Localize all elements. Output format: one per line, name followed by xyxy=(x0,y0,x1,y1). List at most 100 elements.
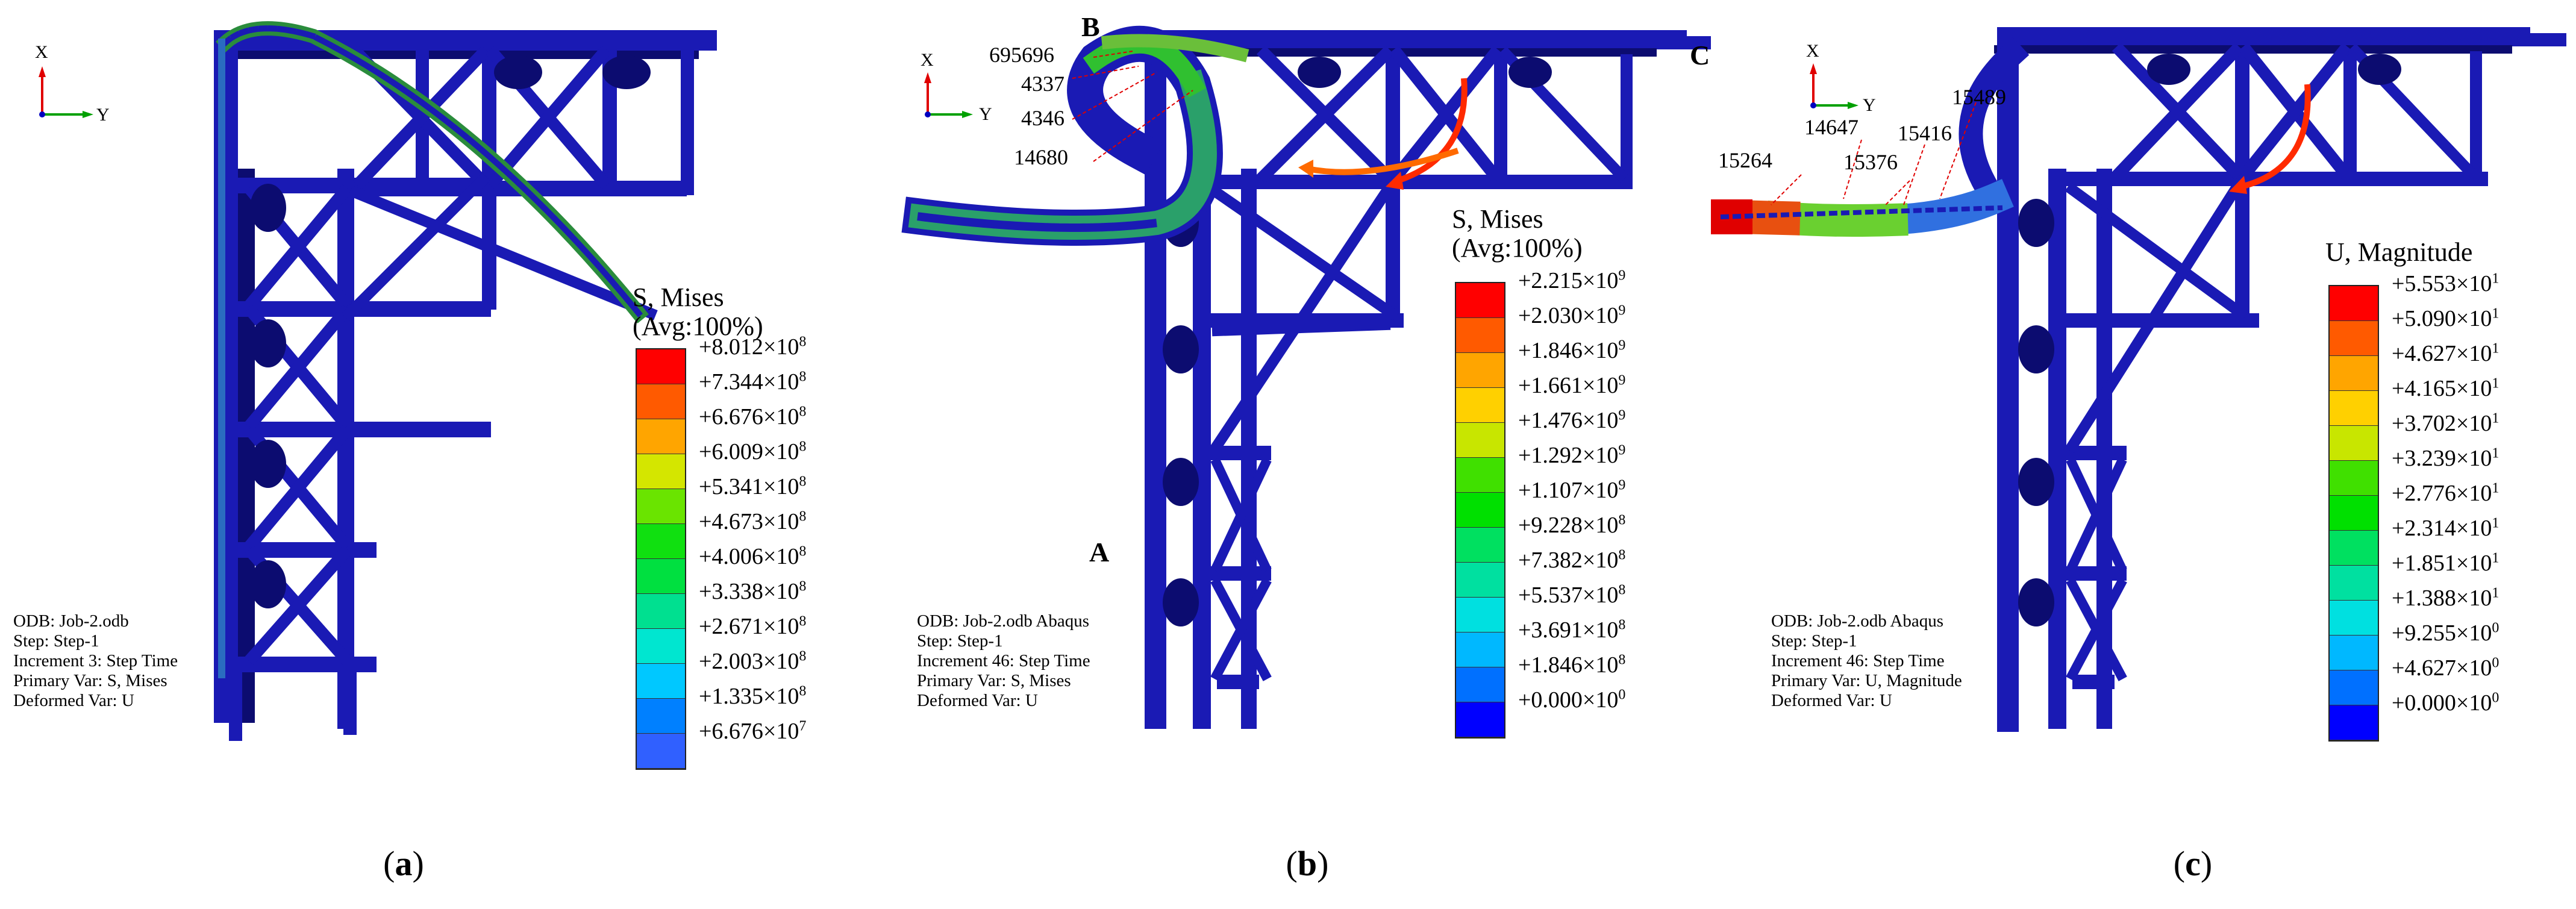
legend-c: U, Magnitude +5.553×101 +5.090×101 +4.627×… xyxy=(2292,237,2499,742)
legend-swatch xyxy=(2330,670,2378,705)
legend-tick-label: +5.090×101 xyxy=(2392,305,2499,331)
info-line: ODB: Job-2.odb Abaqus xyxy=(917,611,1089,631)
legend-swatch xyxy=(637,524,685,559)
node-label: 14680 xyxy=(1014,145,1068,169)
legend-tick-label: +2.314×101 xyxy=(2392,515,2499,541)
legend-swatch xyxy=(637,559,685,594)
axis-triad: X Y xyxy=(24,42,114,133)
axis-y-label: Y xyxy=(1863,95,1876,115)
legend-tick-label: +8.012×108 xyxy=(699,334,807,360)
point-label-b: B xyxy=(1081,11,1100,42)
color-bar xyxy=(636,348,686,770)
legend-tick-label: +0.000×100 xyxy=(2392,690,2499,716)
odb-info-a: ODB: Job-2.odb Step: Step-1 Increment 3:… xyxy=(13,611,178,711)
legend-swatch xyxy=(2330,391,2378,426)
info-line: Primary Var: S, Mises xyxy=(917,671,1071,690)
legend-swatch xyxy=(1456,702,1504,737)
legend-swatch xyxy=(2330,531,2378,566)
legend-tick-label: +0.000×100 xyxy=(1518,687,1626,713)
legend-swatch xyxy=(1456,283,1504,318)
legend-swatch xyxy=(2330,496,2378,531)
axis-y-label: Y xyxy=(979,104,992,124)
odb-info-b: ODB: Job-2.odb Abaqus Step: Step-1 Incre… xyxy=(917,611,1090,711)
info-line: ODB: Job-2.odb xyxy=(13,611,129,631)
legend-tick-label: +5.553×101 xyxy=(2392,270,2499,296)
legend-tick-label: +1.661×109 xyxy=(1518,372,1626,398)
node-label: 14647 xyxy=(1804,115,1859,139)
info-line: Deformed Var: U xyxy=(13,691,134,710)
info-line: Primary Var: S, Mises xyxy=(13,671,167,690)
legend-tick-label: +1.292×109 xyxy=(1518,442,1626,468)
legend-title: S, Mises xyxy=(633,283,724,312)
node-label: 15376 xyxy=(1843,150,1898,174)
legend-tick-label: +4.627×100 xyxy=(2392,655,2499,681)
caption-letter: b xyxy=(1297,844,1318,883)
axis-triad: X Y xyxy=(910,50,1000,142)
legend-tick-label: +1.335×108 xyxy=(699,683,807,709)
legend-tick-label: +6.676×107 xyxy=(699,718,807,744)
info-line: Increment 46: Step Time xyxy=(917,651,1090,670)
caption-letter: a xyxy=(395,844,413,883)
legend-swatch xyxy=(1456,423,1504,458)
legend-swatch xyxy=(1456,493,1504,528)
panel-a: X Y S, Mises (Avg:100%) +8.012×108 +7.344… xyxy=(0,0,855,909)
legend-tick-label: +4.165×101 xyxy=(2392,375,2499,401)
legend-tick-label: +5.341×108 xyxy=(699,473,807,499)
axis-x-label: X xyxy=(35,42,48,62)
info-line: Increment 3: Step Time xyxy=(13,651,178,670)
legend-tick-label: +7.344×108 xyxy=(699,369,807,395)
legend-swatch xyxy=(637,734,685,769)
legend-swatch xyxy=(1456,458,1504,493)
legend-swatch xyxy=(637,419,685,454)
legend-tick-label: +2.215×109 xyxy=(1518,267,1626,293)
legend-tick-label: +7.382×108 xyxy=(1518,547,1626,573)
legend-tick-label: +2.671×108 xyxy=(699,613,807,639)
odb-info-c: ODB: Job-2.odb Abaqus Step: Step-1 Incre… xyxy=(1771,611,1962,711)
legend-swatch xyxy=(637,489,685,524)
node-label: 15264 xyxy=(1718,148,1772,172)
legend-tick-label: +3.702×101 xyxy=(2392,410,2499,436)
legend-tick-label: +5.537×108 xyxy=(1518,582,1626,608)
legend-tick-label: +4.673×108 xyxy=(699,508,807,534)
info-line: Step: Step-1 xyxy=(1771,631,1857,651)
legend-tick-label: +6.676×108 xyxy=(699,404,807,430)
legend-swatch xyxy=(1456,633,1504,667)
legend-tick-label: +4.627×101 xyxy=(2392,340,2499,366)
point-label-a: A xyxy=(1089,537,1110,567)
legend-swatch xyxy=(637,699,685,734)
node-label: 15489 xyxy=(1952,85,2006,109)
legend-swatch xyxy=(2330,566,2378,601)
legend-swatch xyxy=(2330,705,2378,740)
axis-triad: X Y xyxy=(1795,41,1886,133)
node-label: 4346 xyxy=(1021,106,1064,130)
legend-swatch xyxy=(637,629,685,664)
legend-swatch xyxy=(1456,667,1504,702)
legend-title: U, Magnitude xyxy=(2325,237,2473,267)
info-line: Deformed Var: U xyxy=(1771,691,1892,710)
legend-swatch xyxy=(2330,461,2378,496)
info-line: Step: Step-1 xyxy=(917,631,1003,651)
legend-swatch xyxy=(1456,598,1504,633)
axis-y-label: Y xyxy=(96,105,110,125)
legend-tick-label: +1.846×108 xyxy=(1518,652,1626,678)
caption-c: (c) xyxy=(2173,844,2213,883)
caption-a: (a) xyxy=(383,844,424,883)
legend-tick-label: +2.030×109 xyxy=(1518,302,1626,328)
legend-swatch xyxy=(1456,563,1504,598)
legend-swatch xyxy=(2330,321,2378,356)
legend-tick-label: +3.239×101 xyxy=(2392,445,2499,471)
legend-tick-label: +4.006×108 xyxy=(699,543,807,569)
point-label-c: C xyxy=(1690,40,1710,70)
legend-tick-label: +3.691×108 xyxy=(1518,617,1626,643)
legend-swatch xyxy=(637,349,685,384)
legend-swatch xyxy=(2330,601,2378,636)
legend-swatch xyxy=(1456,528,1504,563)
legend-swatch xyxy=(1456,388,1504,423)
legend-subtitle: (Avg:100%) xyxy=(633,311,763,341)
legend-b: S, Mises (Avg:100%) +2.215×109+2.030×109… xyxy=(1452,205,1625,739)
legend-tick-label: +9.228×108 xyxy=(1518,512,1626,538)
legend-tick-label: +2.003×108 xyxy=(699,648,807,674)
legend-tick-label: +1.388×101 xyxy=(2392,585,2499,611)
legend-tick-label: +6.009×108 xyxy=(699,439,807,464)
info-line: ODB: Job-2.odb Abaqus xyxy=(1771,611,1943,631)
